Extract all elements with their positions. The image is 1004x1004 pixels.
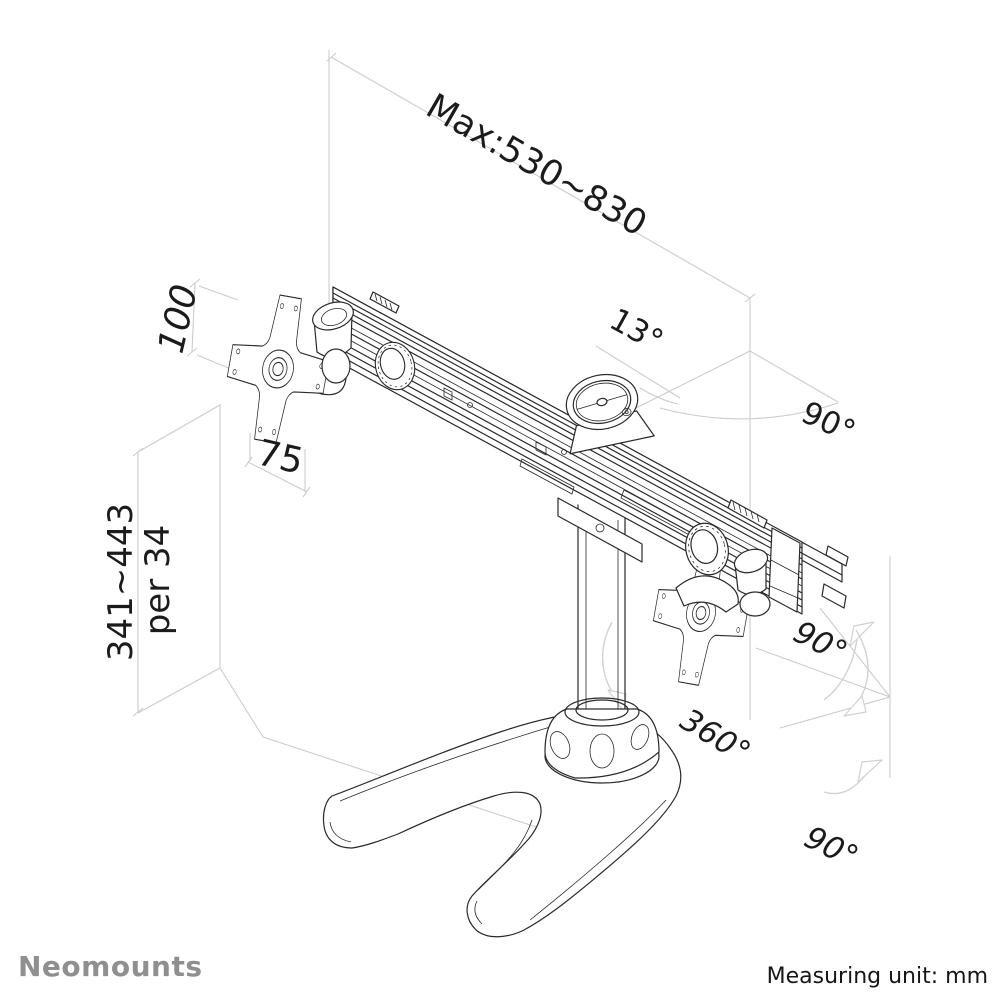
elbow-right-joint <box>739 591 771 617</box>
base-collar <box>544 697 660 784</box>
elbow-right-cap <box>733 548 769 574</box>
elbow-left-joint <box>321 348 351 384</box>
label-height-step: per 34 <box>138 524 178 636</box>
label-height-range: 341~443 <box>101 502 141 662</box>
arm-curve-right <box>675 575 739 613</box>
brand-logo: Neomounts <box>18 950 203 983</box>
measuring-unit-note: Measuring unit: mm <box>766 964 988 989</box>
vesa-mount-left <box>216 287 421 451</box>
rotation-arrows <box>602 621 883 795</box>
rail-end-cap <box>768 527 801 613</box>
pole-top-disc <box>565 373 655 455</box>
dimension-scaffold <box>132 50 891 853</box>
grip-tab-left <box>369 291 400 314</box>
vesa-mount-right <box>643 517 771 692</box>
grip-tab-right <box>727 499 768 529</box>
crossbar-rail <box>332 286 849 615</box>
swivel-arrow-up <box>823 639 858 701</box>
pivot-arrow-left <box>602 621 617 699</box>
desk-stand-drawing <box>216 286 849 938</box>
label-vesa-width: 75 <box>253 432 308 483</box>
pole-clamp <box>557 497 643 563</box>
